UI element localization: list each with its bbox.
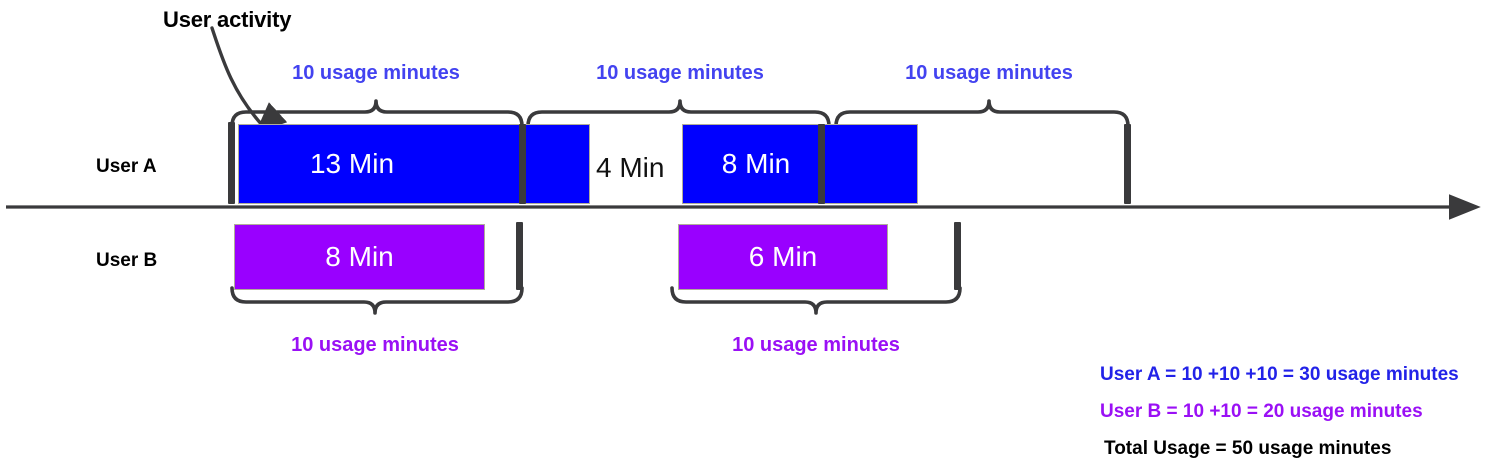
- user-a-brace-3-label: 10 usage minutes: [905, 62, 1073, 84]
- user-b-end-tick-1: [516, 222, 523, 290]
- user-b-bar-segment-1: 8 Min: [234, 224, 485, 290]
- user-b-brace-2: [670, 286, 962, 315]
- user-a-brace-1-label: 10 usage minutes: [292, 62, 460, 84]
- user-b-bar-segment-1-label: 8 Min: [325, 241, 394, 272]
- user-b-brace-1-label: 10 usage minutes: [291, 334, 459, 356]
- user-b-brace-2-label: 10 usage minutes: [732, 334, 900, 356]
- legend-total-usage: Total Usage = 50 usage minutes: [1104, 438, 1392, 459]
- user-b-bar-segment-2-label: 6 Min: [748, 241, 818, 272]
- user-a-bar-segment-2-label: 8 Min: [721, 148, 791, 179]
- user-a-gap-label: 4 Min: [596, 152, 665, 183]
- user-a-brace-2-label: 10 usage minutes: [596, 62, 764, 84]
- user-a-bar-segment-1: 13 Min: [238, 124, 590, 204]
- user-activity-callout-arrow: [210, 26, 288, 133]
- totals-legend: User A = 10 +10 +10 = 30 usage minutes U…: [1100, 364, 1459, 460]
- user-a-divider-tick-2: [818, 124, 825, 204]
- user-a-bar-segment-1-label: 13 Min: [309, 148, 395, 179]
- user-b-end-tick-2: [954, 222, 961, 290]
- user-a-end-tick: [1124, 124, 1131, 204]
- user-a-divider-tick-1: [519, 124, 526, 204]
- user-a-brace-1: [230, 99, 524, 128]
- row-label-user-a: User A: [96, 156, 157, 177]
- user-a-brace-3: [834, 99, 1130, 128]
- user-a-brace-2: [526, 99, 831, 128]
- legend-user-a-total: User A = 10 +10 +10 = 30 usage minutes: [1100, 364, 1459, 385]
- user-activity-callout-label: User activity: [163, 7, 292, 32]
- user-a-bar-segment-2: 8 Min: [682, 124, 918, 204]
- legend-user-b-total: User B = 10 +10 = 20 usage minutes: [1100, 401, 1423, 422]
- user-b-bar-segment-2: 6 Min: [678, 224, 888, 290]
- row-label-user-b: User B: [96, 250, 158, 271]
- user-a-start-tick: [228, 122, 235, 204]
- user-b-brace-1: [230, 286, 524, 315]
